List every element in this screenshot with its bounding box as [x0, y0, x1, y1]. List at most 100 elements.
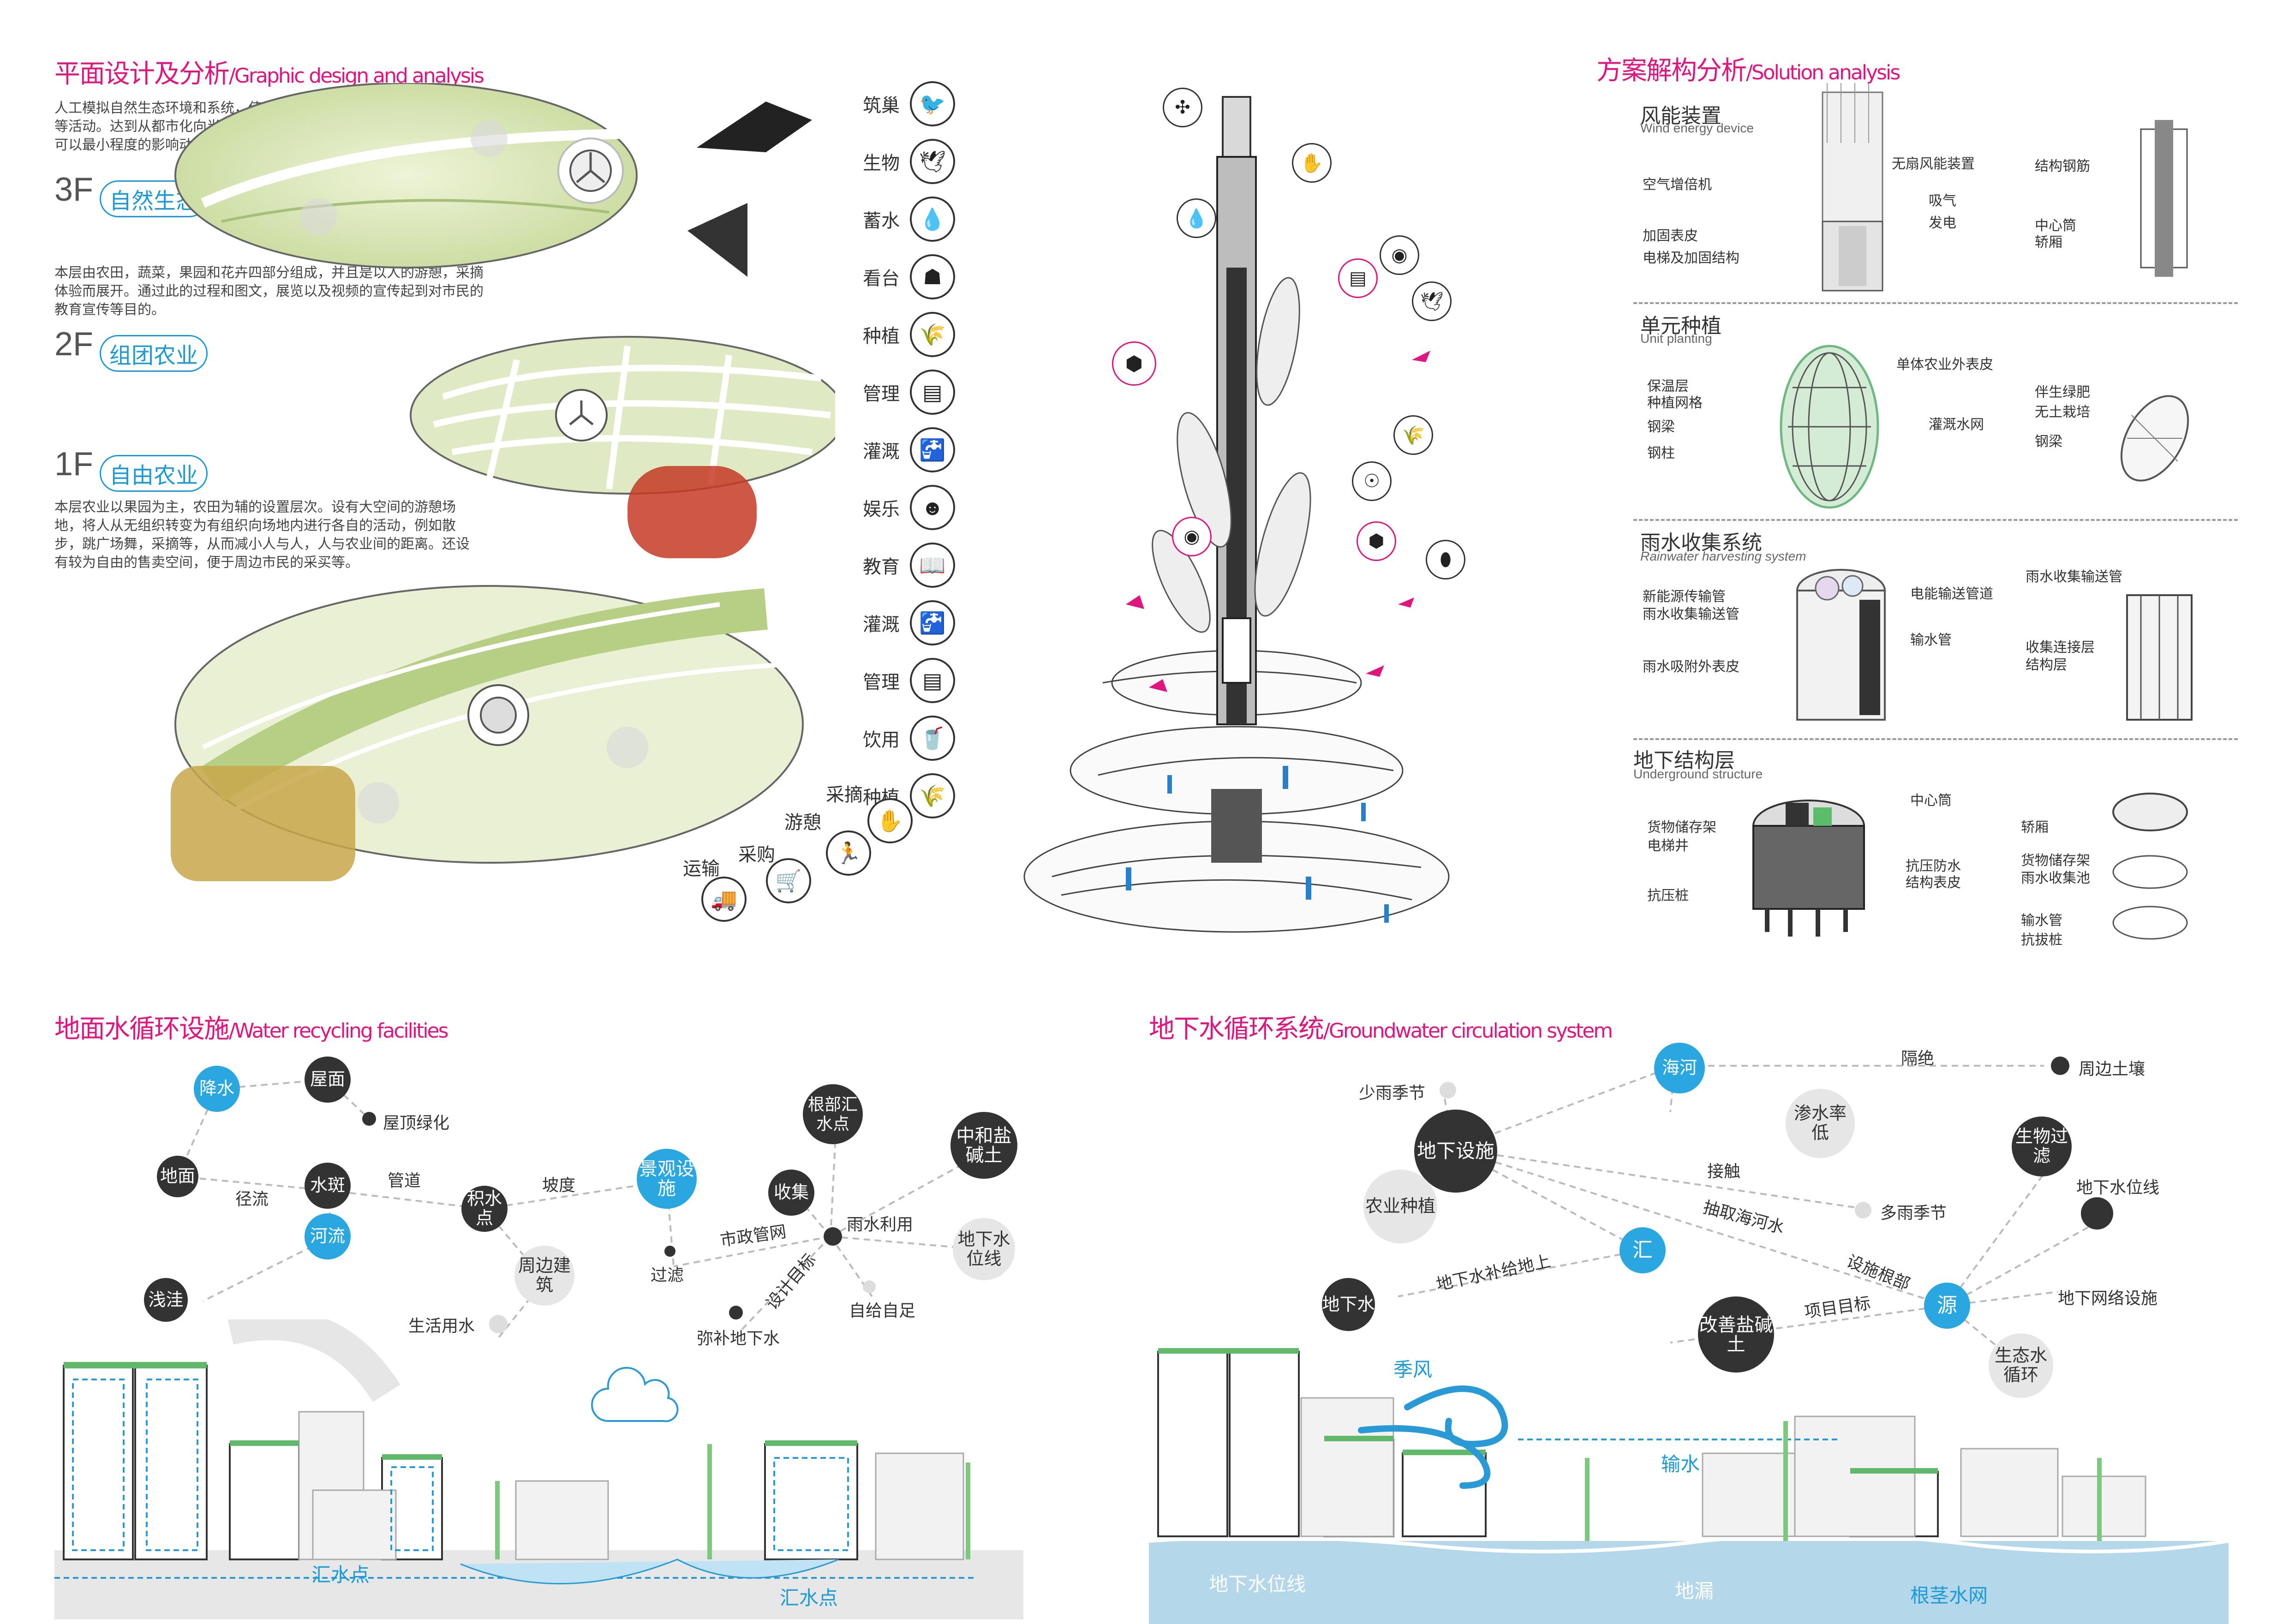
node-yuan: 源: [1924, 1283, 1970, 1329]
label-catchment-1: 汇水点: [311, 1564, 370, 1586]
ground-water-section-illustration: [54, 1320, 1023, 1619]
label-unit-column: 钢柱: [1647, 446, 1675, 461]
legend-item: 教育 📖: [849, 540, 974, 591]
node-low-permeability: 渗水率低: [1786, 1089, 1855, 1158]
node-neutralize-salt: 中和盐碱土: [950, 1112, 1017, 1179]
node-root-collection: 根部汇水点: [803, 1084, 863, 1144]
legend-item-label: 灌溉: [863, 442, 900, 462]
node-underground-facility: 地下设施: [1414, 1110, 1497, 1193]
paragraph-1f: 本层农业以果园为主，农田为辅的设置层次。设有大空间的游憩场地，将人从无组织转变为…: [54, 500, 470, 570]
shopping-cart-icon: 🛒: [766, 858, 811, 903]
management-icon: ▤: [910, 658, 955, 703]
divider-2: [1633, 519, 2238, 521]
water-drops-icon: 💧: [910, 197, 955, 242]
floor-1f-plan: [171, 466, 804, 881]
dot-filter: [664, 1246, 675, 1257]
node-groundwater: 地下水: [1322, 1278, 1375, 1331]
legend-item: 管理▤: [849, 367, 974, 418]
label-floor-drain: 地漏: [1675, 1580, 1714, 1602]
divider-3: [1633, 738, 2238, 740]
play-icon: ☻: [910, 485, 955, 530]
dot-surrounding-soil: [2051, 1057, 2069, 1075]
label-rain-absorb-skin: 雨水吸附外表皮: [1643, 659, 1739, 675]
dot-rainy-season: [1855, 1202, 1871, 1218]
wheat-icon: 🌾: [910, 773, 955, 818]
unit-planting-illustration: [1780, 345, 1879, 509]
arc-legend: 采摘✋游憩🏃采购🛒运输🚚: [674, 780, 950, 937]
under-subheading: Underground structure: [1633, 767, 1763, 781]
legend-item: 种植🌾: [849, 309, 974, 360]
legend-item: 灌溉🚰: [849, 424, 974, 475]
groundwater-section-illustration: [1149, 1348, 2229, 1624]
label-isolation: 隔绝: [1901, 1049, 1935, 1068]
dot-roof-green: [362, 1112, 376, 1126]
dot-rain-use: [824, 1227, 842, 1246]
legend-item: 种植🌾: [849, 770, 974, 821]
label-rain-collect-pipe: 雨水收集输送管: [1643, 607, 1739, 622]
label-unit-beam: 钢梁: [1647, 419, 1675, 435]
label-under-uplift-pile: 抗拔桩: [2021, 932, 2062, 948]
wind-device-illustration: [1822, 83, 1883, 292]
label-under-elevator-well: 电梯井: [1647, 838, 1689, 854]
unit-heading: 单元种植: [1640, 315, 1721, 337]
section-title-groundwater: 地下水循环系统/Groundwater circulation system: [1149, 1014, 1613, 1044]
label-underground-network: 地下网络设施: [2058, 1289, 2158, 1308]
legend-item-label: 筑巢: [863, 96, 900, 116]
viewing-platform-icon: ☗: [910, 254, 955, 299]
legend-item: 娱乐☻: [849, 482, 974, 533]
legend-item-label: 看台: [863, 269, 900, 289]
floor-3f-plan: [174, 83, 638, 269]
wheat-icon: 🌾: [910, 312, 955, 357]
node-improve-salt: 改善盐碱土: [1698, 1296, 1774, 1373]
node-haihe: 海河: [1654, 1043, 1705, 1093]
legend-item: 生物🕊: [849, 136, 974, 187]
label-monsoon: 季风: [1393, 1359, 1433, 1380]
label-surrounding-soil: 周边土壤: [2079, 1059, 2146, 1078]
label-under-rain-pool: 雨水收集池: [2021, 871, 2090, 886]
picking-hand-icon: ✋: [1292, 143, 1332, 183]
camera-icon: ◉: [1380, 235, 1419, 275]
label-wind-rebar: 结构钢筋: [2035, 159, 2090, 174]
label-under-cabin: 轿厢: [2021, 820, 2049, 835]
arc-legend-label: 采购: [738, 845, 775, 865]
node-precipitation: 降水: [194, 1066, 240, 1112]
label-wind-core: 中心筒: [2035, 218, 2076, 233]
label-catchment-2: 汇水点: [780, 1587, 838, 1609]
divider-1: [1633, 302, 2238, 304]
label-wind-generate: 发电: [1929, 215, 1956, 231]
unit-planting-detail-illustration: [2120, 395, 2189, 482]
label-root-water-net: 根茎水网: [1910, 1585, 1988, 1606]
label-rain-use: 雨水利用: [847, 1215, 914, 1234]
section-title-solution-analysis: 方案解构分析/Solution analysis: [1596, 56, 1901, 86]
unit-subheading: Unit planting: [1640, 331, 1712, 346]
label-replenish-groundwater: 弥补地下水: [697, 1329, 780, 1348]
rain-subheading: Rainwater harvesting system: [1640, 549, 1806, 563]
label-rain-collect-pipe-2: 雨水收集输送管: [2026, 569, 2122, 585]
label-roof-green: 屋顶绿化: [383, 1113, 450, 1132]
node-roof: 屋面: [305, 1057, 351, 1103]
rainwater-illustration: [1796, 569, 1886, 721]
camera-icon: ◉: [1172, 517, 1212, 556]
node-collect: 收集: [768, 1170, 814, 1216]
wind-heading: 风能装置: [1640, 105, 1721, 127]
wheat-icon: 🌾: [1393, 415, 1433, 455]
node-water-point: 积水点: [461, 1186, 508, 1232]
node-shallow-depression: 浅洼: [144, 1278, 188, 1322]
section-title-graphic-design: 平面设计及分析/Graphic design and analysis: [54, 59, 484, 89]
arc-legend-label: 采摘: [826, 785, 863, 805]
management-icon: ▤: [910, 370, 955, 415]
arc-legend-label: 游憩: [784, 812, 821, 833]
label-rain-structure-layer: 结构层: [2026, 657, 2067, 673]
legend-item-label: 灌溉: [863, 615, 900, 635]
wind-subheading: Wind energy device: [1640, 121, 1754, 135]
book-icon: 📖: [910, 543, 955, 588]
under-heading: 地下结构层: [1633, 749, 1735, 772]
legend-item: 筑巢🐦: [849, 78, 974, 129]
dot-groundwater-level: [2081, 1197, 2113, 1230]
legend-item-label: 教育: [863, 557, 900, 577]
label-rainy-season: 多雨季节: [1880, 1203, 1947, 1222]
node-groundwater-line: 地下水位线: [953, 1218, 1015, 1280]
dot-replenish-groundwater: [729, 1306, 743, 1320]
label-wind-intake: 吸气: [1929, 193, 1956, 209]
